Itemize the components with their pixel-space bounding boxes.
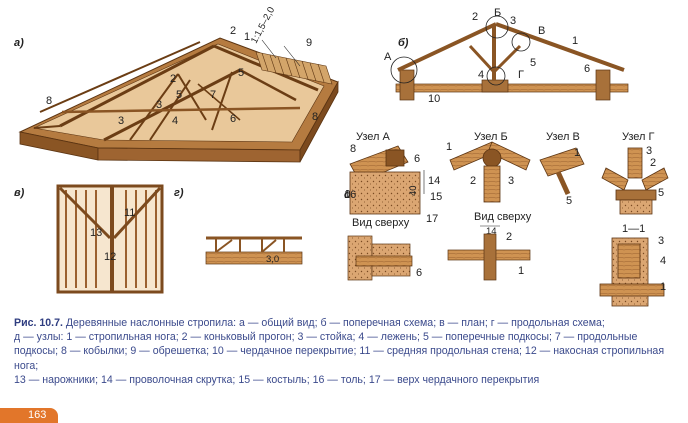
letter-G: Г [518, 69, 524, 81]
caption-number: Рис. 10.7. [14, 317, 63, 329]
caption-line-1: Деревянные наслонные стропила: а — общий… [62, 317, 605, 329]
v-node-mark-1: 1 [574, 147, 580, 159]
panel-a-label: а) [14, 37, 24, 49]
section-label: 1—1 [622, 223, 645, 235]
figure-caption: Рис. 10.7. Деревянные наслонные стропила… [14, 316, 678, 387]
g-dim-30: 3,0 [266, 254, 279, 265]
bt-mark-2: 2 [506, 231, 512, 243]
b-mark-10: 10 [428, 93, 440, 105]
mark-4: 4 [172, 115, 178, 127]
a-mark-17: 17 [426, 213, 438, 225]
a-dim-40: 40 [408, 185, 419, 196]
slope-ratio: 1:1,5–2,0 [249, 5, 277, 45]
letter-V: В [538, 25, 545, 37]
mark-3b: 3 [156, 99, 162, 111]
v-mark-12: 12 [104, 251, 116, 263]
b-mark-3: 3 [510, 15, 516, 27]
a-mark-14: 14 [428, 175, 440, 187]
top-view-a: Вид сверху [352, 217, 410, 229]
node-a-title: Узел А [356, 131, 391, 143]
page-number: 163 [28, 409, 47, 421]
panel-a-general-view: а) 2 1 1:1,5–2,0 9 5 2 5 7 3 8 3 4 6 8 [14, 5, 339, 163]
caption-line-4: 13 — нарожники; 14 — проволочная скрутка… [14, 373, 540, 386]
b-node-mark-2: 2 [470, 175, 476, 187]
a-mark-15: 15 [430, 191, 442, 203]
mark-1: 1 [244, 31, 250, 43]
g-node-mark-5: 5 [658, 187, 664, 199]
s-mark-3: 3 [658, 235, 664, 247]
v-mark-11: 11 [124, 207, 135, 219]
g-node-mark-3: 3 [646, 145, 652, 157]
mark-6: 6 [230, 113, 236, 125]
b-node-mark-3: 3 [508, 175, 514, 187]
bt-mark-1: 1 [518, 265, 524, 277]
letter-A: А [384, 51, 392, 63]
panel-g-longitudinal: г) 3,0 [174, 187, 303, 265]
mark-2b: 2 [170, 73, 176, 85]
b-node-mark-1: 1 [446, 141, 452, 153]
mark-8b: 8 [312, 111, 318, 123]
mark-3: 3 [118, 115, 124, 127]
b-mark-2: 2 [472, 11, 478, 23]
a-mark-16: 16 [344, 189, 356, 201]
b-mark-1: 1 [572, 35, 578, 47]
b-mark-5: 5 [530, 57, 536, 69]
g-node-mark-2: 2 [650, 157, 656, 169]
a-mark-8: 8 [350, 143, 356, 155]
a-mark-6: 6 [414, 153, 420, 165]
panel-g-label: г) [174, 187, 184, 199]
b-mark-6: 6 [584, 63, 590, 75]
panel-v-label: в) [14, 187, 25, 199]
mark-7: 7 [210, 89, 216, 101]
letter-B: Б [494, 7, 501, 19]
panel-d-nodes: д) Узел А 8 6 14 40 15 16 17 Вид сверху … [344, 131, 669, 307]
v-mark-13: 13 [90, 227, 102, 239]
node-g-title: Узел Г [622, 131, 655, 143]
mark-2: 2 [230, 25, 236, 37]
s-mark-1: 1 [660, 281, 666, 293]
panel-v-plan: в) 11 13 12 [14, 184, 164, 294]
panel-b-cross-scheme: б) 2 Б 3 В 1 5 Г 4 А 6 10 [384, 7, 629, 105]
mark-5: 5 [176, 89, 182, 101]
a-mark-6b: 6 [416, 267, 422, 279]
mark-5b: 5 [238, 67, 244, 79]
mark-8: 8 [46, 95, 52, 107]
node-v-title: Узел В [546, 131, 580, 143]
caption-line-3: подкосы; 8 — кобылки; 9 — обрешетка; 10 … [14, 345, 665, 372]
node-b-title: Узел Б [474, 131, 508, 143]
caption-line-2: д — узлы: 1 — стропильная нога; 2 — конь… [14, 331, 638, 344]
panel-b-label: б) [398, 37, 409, 49]
b-dim-14: 14 [486, 226, 497, 237]
page-number-tab [0, 408, 58, 423]
v-node-mark-5: 5 [566, 195, 572, 207]
s-mark-4: 4 [660, 255, 666, 267]
panel-d-label: д) [344, 189, 355, 201]
b-mark-4: 4 [478, 69, 484, 81]
mark-9: 9 [306, 37, 312, 49]
top-view-b: Вид сверху [474, 211, 532, 223]
